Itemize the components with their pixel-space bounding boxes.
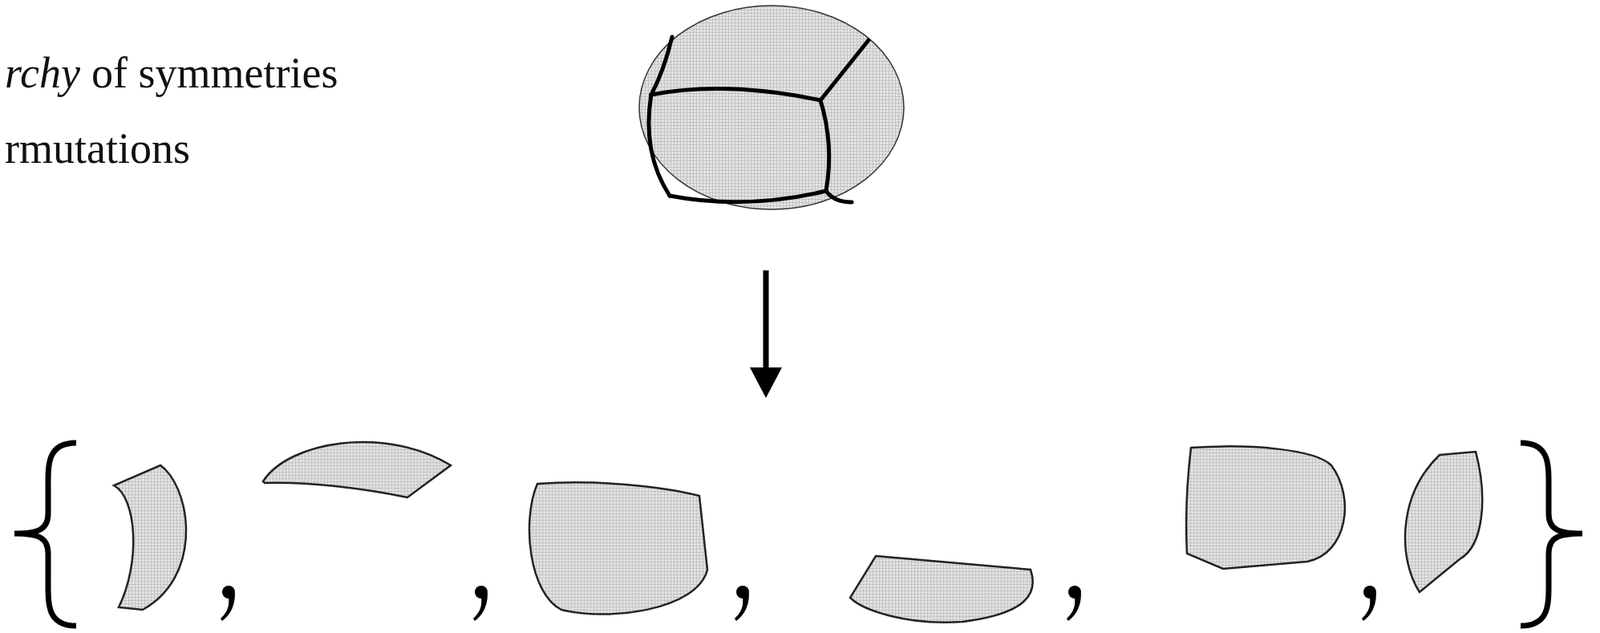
down-arrow (749, 270, 782, 398)
heading-text: rchy (4, 48, 81, 98)
comma-marks (220, 585, 1377, 621)
heading-text: of symmetries (91, 48, 338, 98)
right-brace (1520, 442, 1583, 626)
heading-text: rmutations (4, 124, 191, 173)
heading-line: rchyof symmetries (4, 49, 338, 98)
heading-line: rmutations (4, 125, 191, 173)
left-brace (14, 442, 77, 626)
ellipsoid (639, 5, 904, 210)
ellipsoid-pieces (113, 441, 1483, 623)
